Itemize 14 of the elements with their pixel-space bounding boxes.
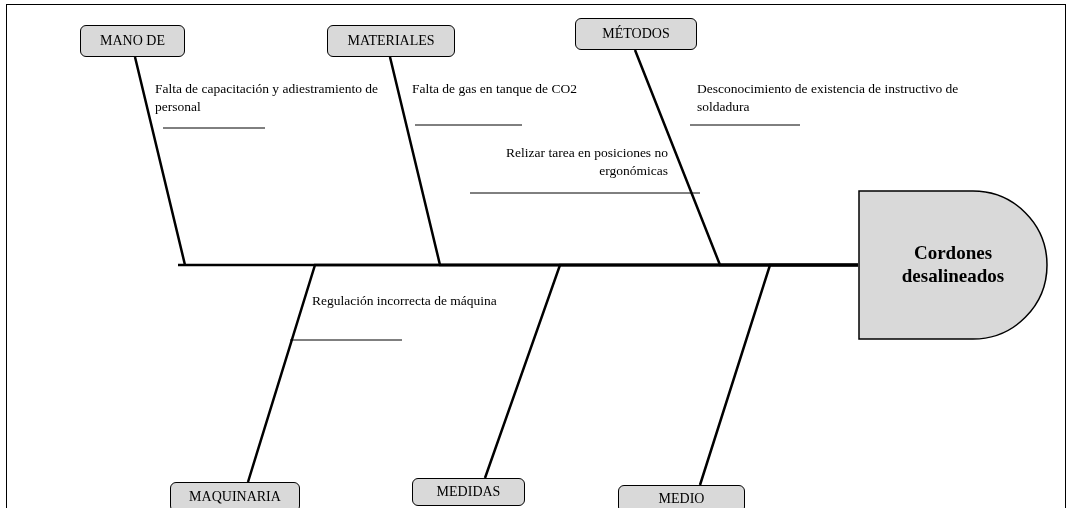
category-box: MÉTODOS	[575, 18, 697, 50]
cause-text: Relizar tarea en posiciones no ergonómicas	[505, 144, 668, 181]
category-box: MAQUINARIA	[170, 482, 300, 508]
category-box: MEDIO	[618, 485, 745, 508]
cause-text: Falta de gas en tanque de CO2	[412, 80, 578, 98]
cause-text: Falta de capacitación y adiestramiento de personal	[155, 80, 380, 117]
category-box: MATERIALES	[327, 25, 455, 57]
category-box: MEDIDAS	[412, 478, 525, 506]
cause-text: Desconocimiento de existencia de instructivo de soldadura	[697, 80, 960, 117]
category-box: MANO DE	[80, 25, 185, 57]
effect-text: Cordones desalineados	[900, 242, 1006, 288]
fishbone-line	[698, 263, 858, 486]
effect-head	[858, 190, 1048, 340]
cause-text: Regulación incorrecta de máquina	[312, 292, 498, 310]
